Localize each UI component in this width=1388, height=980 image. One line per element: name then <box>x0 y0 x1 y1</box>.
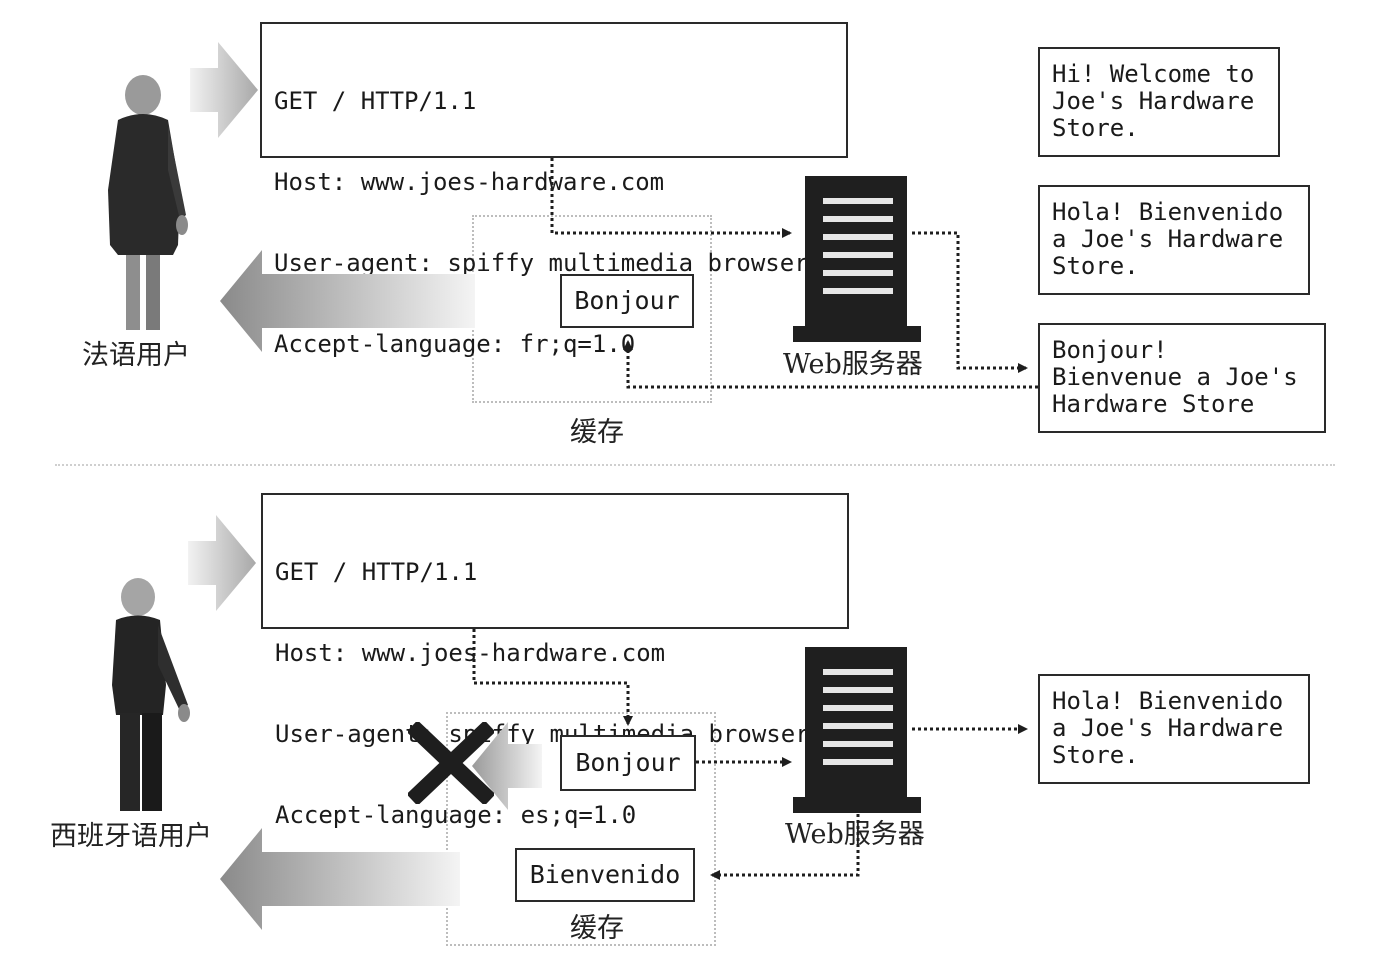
variant-line: Store. <box>1052 252 1139 280</box>
french-user-label: 法语用户 <box>82 340 190 371</box>
variant-french: Bonjour! Bienvenue a Joe's Hardware Stor… <box>1038 323 1326 433</box>
web-server-label: Web服务器 <box>783 349 923 380</box>
variant-english: Hi! Welcome to Joe's Hardware Store. <box>1038 47 1280 157</box>
variant-line: Store. <box>1052 114 1139 142</box>
rejected-arrow-icon <box>472 722 542 810</box>
request-line: Host: www.joes-hardware.com <box>274 168 665 196</box>
response-arrow-icon <box>220 828 460 930</box>
variant-line: Hola! Bienvenido <box>1052 198 1284 226</box>
scenario-divider <box>55 464 1335 466</box>
cache-area <box>446 712 716 946</box>
reject-x-icon <box>408 722 494 804</box>
variant-spanish: Hola! Bienvenido a Joe's Hardware Store. <box>1038 185 1310 295</box>
variant-line: a Joe's Hardware <box>1052 225 1284 253</box>
request-box: GET / HTTP/1.1 Host: www.joes-hardware.c… <box>260 22 848 358</box>
server-to-cache-line <box>710 814 860 880</box>
variant-line: Joe's Hardware <box>1052 87 1255 115</box>
variant-line: Bienvenue a Joe's <box>1052 363 1298 391</box>
request-to-cache-line <box>472 629 633 726</box>
variant-line: Hardware Store <box>1052 390 1255 418</box>
request-line: GET / HTTP/1.1 <box>275 558 478 586</box>
cache-label: 缓存 <box>570 417 624 448</box>
cache-label: 缓存 <box>570 913 624 944</box>
variant-to-cache-line <box>623 340 1038 389</box>
variant-line: Bonjour! <box>1052 336 1168 364</box>
new-cached-item-box: Bienvenido <box>515 848 695 902</box>
server-to-variant-line <box>912 231 1028 373</box>
variant-spanish: Hola! Bienvenido a Joe's Hardware Store. <box>1038 674 1310 784</box>
variant-line: Store. <box>1052 741 1139 769</box>
french-user-figure <box>108 75 188 330</box>
web-server-icon <box>793 176 921 342</box>
request-arrow-icon <box>190 42 258 138</box>
request-to-server-line <box>550 158 792 238</box>
spanish-user-figure <box>112 578 190 811</box>
request-box: GET / HTTP/1.1 Host: www.joes-hardware.c… <box>261 493 849 829</box>
request-line: Accept-language: es;q=1.0 <box>275 801 637 829</box>
cached-item-box: Bonjour <box>560 735 696 791</box>
cached-item-box: Bonjour <box>560 274 694 328</box>
web-server-label: Web服务器 <box>785 819 925 850</box>
request-line: User-agent: spiffy multimedia browser <box>274 249 809 277</box>
spanish-user-label: 西班牙语用户 <box>50 821 212 852</box>
request-arrow-icon <box>188 515 256 611</box>
web-server-icon <box>793 647 921 813</box>
variant-line: Hola! Bienvenido <box>1052 687 1284 715</box>
response-arrow-icon <box>220 250 475 352</box>
variant-line: a Joe's Hardware <box>1052 714 1284 742</box>
request-line: Accept-language: fr;q=1.0 <box>274 330 636 358</box>
request-line: GET / HTTP/1.1 <box>274 87 477 115</box>
request-line: Host: www.joes-hardware.com <box>275 639 666 667</box>
variant-line: Hi! Welcome to <box>1052 60 1255 88</box>
